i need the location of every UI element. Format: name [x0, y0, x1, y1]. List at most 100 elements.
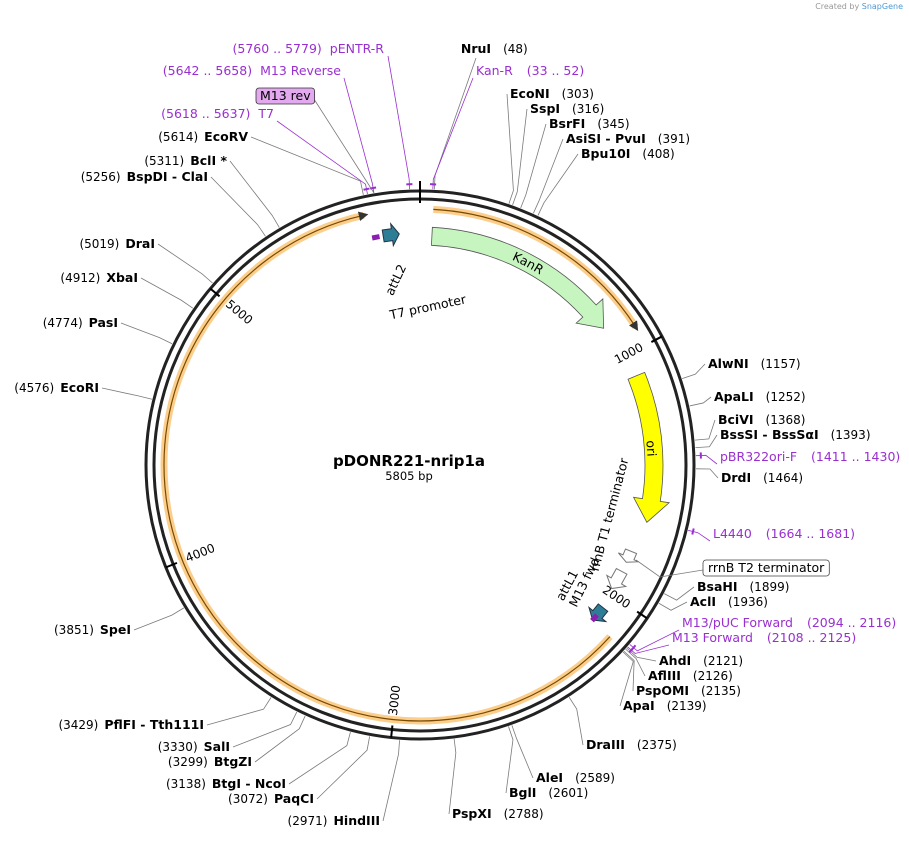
primer-leader — [629, 629, 680, 652]
enzyme-leader — [511, 725, 534, 779]
enzyme-leader — [229, 160, 280, 228]
enzyme-name: PspXI — [452, 806, 492, 821]
enzyme-name: EcoRV — [204, 129, 248, 144]
enzyme-leader — [101, 387, 153, 400]
enzyme-position: (1936) — [728, 595, 768, 609]
enzyme-leader — [664, 586, 695, 601]
enzyme-name: SspI — [530, 101, 560, 116]
rrnb-t2-terminator-arrow — [618, 548, 639, 563]
kanr-arrow — [431, 226, 605, 329]
primer-site-mark — [628, 647, 635, 654]
enzyme-leader — [532, 138, 564, 214]
enzyme-leader — [288, 731, 351, 785]
enzyme-leader — [448, 738, 457, 815]
enzyme-name: PflFI - Tth111I — [104, 717, 204, 732]
enzyme-name: BsaHI — [697, 579, 738, 594]
enzyme-name: AleI — [536, 770, 563, 785]
enzyme-name: BtgI - NcoI — [212, 776, 286, 791]
enzyme-leader — [695, 468, 719, 479]
enzyme-name: ApaLI — [714, 389, 754, 404]
enzyme-name: SpeI — [100, 622, 131, 637]
primer-name: T7 — [257, 106, 274, 121]
enzyme-position: (2126) — [693, 669, 733, 683]
primer-range: (5760 .. 5779) — [233, 41, 322, 56]
primer-range: (1411 .. 1430) — [811, 449, 900, 464]
primer-site-mark — [363, 187, 370, 191]
enzyme-position: (2589) — [575, 771, 615, 785]
ruler-tick-label: 4000 — [183, 541, 217, 565]
orange-arc-layer — [160, 205, 639, 725]
primer-name: pBR322ori-F — [720, 449, 797, 464]
rrnb-t2-leader — [635, 559, 704, 578]
enzyme-leader — [512, 108, 528, 206]
enzyme-leader — [506, 93, 514, 204]
enzyme-leader — [254, 715, 306, 763]
enzyme-position: (5311) — [144, 154, 184, 168]
enzyme-position: (2971) — [288, 814, 328, 828]
enzyme-position: (5256) — [81, 170, 121, 184]
enzyme-name: AhdI — [659, 653, 691, 668]
primer-range: (5618 .. 5637) — [161, 106, 250, 121]
enzyme-position: (4576) — [14, 381, 54, 395]
plasmid-name: pDONR221-nrip1a — [333, 452, 485, 470]
ruler-tick — [165, 561, 178, 569]
primer-leader — [343, 77, 375, 193]
enzyme-leader — [619, 651, 634, 707]
enzyme-position: (3072) — [228, 792, 268, 806]
enzyme-leader — [133, 607, 185, 631]
rrnb-t2-label: rrnB T2 terminator — [708, 560, 825, 575]
enzyme-name: ApaI — [623, 698, 655, 713]
enzyme-position: (3851) — [54, 623, 94, 637]
ruler-tick — [650, 335, 663, 343]
enzyme-position: (3330) — [158, 740, 198, 754]
ruler-tick — [390, 725, 394, 738]
enzyme-leader — [210, 176, 266, 237]
enzyme-leader — [157, 243, 213, 284]
primer-leader — [276, 120, 368, 195]
enzyme-name: PspOMI — [636, 683, 689, 698]
enzyme-leader — [140, 277, 194, 309]
attl2-label: attL2 — [382, 262, 409, 298]
enzyme-name: SalI — [204, 739, 230, 754]
primer-leader — [432, 77, 474, 190]
enzyme-leader — [120, 322, 173, 345]
enzyme-name: AclI — [690, 594, 716, 609]
m13-rev-box — [255, 87, 316, 105]
rrnb-t2-box — [702, 559, 830, 577]
ruler-tick — [636, 610, 648, 620]
enzyme-name: BsrFI — [549, 116, 585, 131]
enzyme-position: (316) — [572, 102, 604, 116]
enzyme-name: PaqCI — [274, 791, 314, 806]
enzyme-leader — [537, 153, 579, 216]
plasmid-size: 5805 bp — [385, 469, 433, 483]
enzyme-name: EcoNI — [510, 86, 550, 101]
enzyme-position: (4912) — [60, 271, 100, 285]
enzyme-leader — [316, 736, 371, 800]
enzyme-leader — [623, 650, 635, 692]
primer-range: (33 .. 52) — [527, 63, 584, 78]
primer-name: pENTR-R — [330, 41, 385, 56]
attl2-arrow — [381, 222, 400, 248]
enzyme-leader — [681, 363, 706, 379]
primer-leader — [695, 454, 718, 465]
primer-name: L4440 — [713, 526, 752, 541]
enzyme-leader — [382, 740, 400, 822]
enzyme-name: EcoRI — [60, 380, 99, 395]
enzyme-position: (1157) — [761, 357, 801, 371]
enzyme-name: Bpu10I — [581, 146, 630, 161]
enzyme-leader — [658, 601, 688, 611]
primer-range: (2108 .. 2125) — [767, 630, 856, 645]
enzyme-position: (2601) — [548, 786, 588, 800]
ori-label: ori — [643, 440, 659, 457]
primer-site-mark — [691, 528, 695, 535]
enzyme-name: DraI — [125, 236, 155, 251]
enzyme-name: DraIII — [586, 737, 625, 752]
enzyme-position: (345) — [597, 117, 629, 131]
enzyme-position: (1368) — [766, 413, 806, 427]
enzyme-leader — [695, 434, 718, 449]
enzyme-position: (2139) — [667, 699, 707, 713]
enzyme-name: BssSI - BssSαI — [720, 427, 819, 442]
enzyme-leader — [694, 419, 716, 441]
t7-promoter-label: T7 promoter — [387, 291, 468, 322]
